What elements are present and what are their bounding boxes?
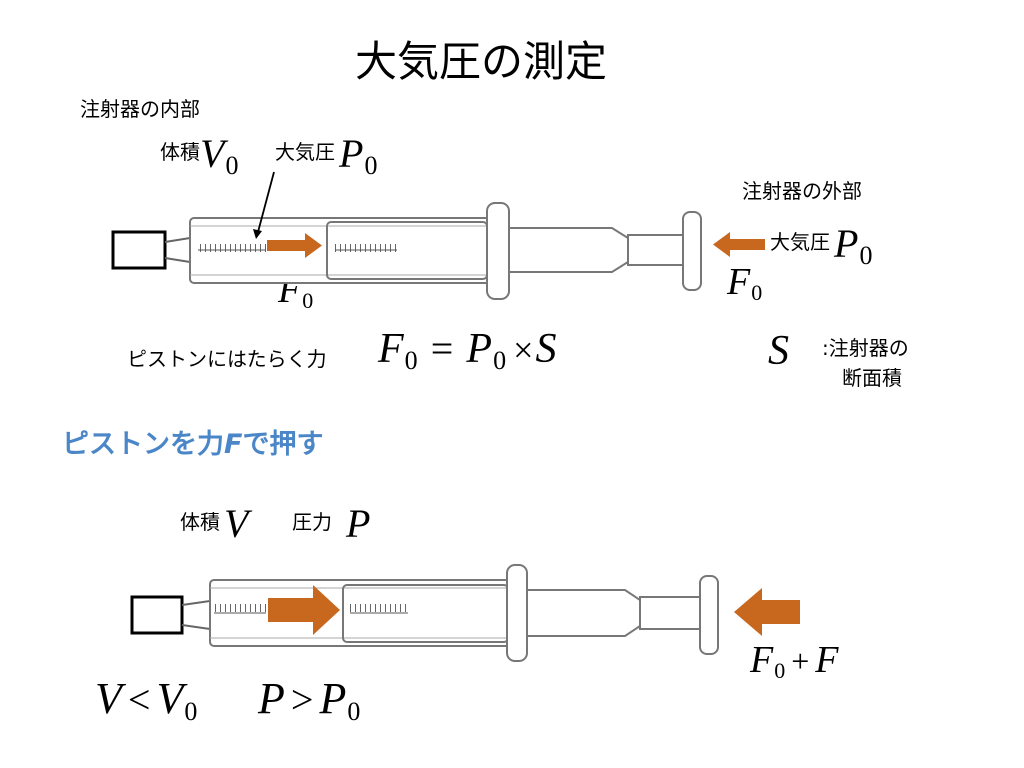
- bottom-inside-force-arrow: [268, 585, 340, 635]
- top-pointer-arrowhead: [253, 229, 262, 239]
- bottom-force-plus: +: [791, 643, 810, 679]
- force-left-sub: 0: [302, 288, 314, 314]
- pressure-sub: 0: [364, 151, 378, 181]
- inside-label: 注射器の内部: [80, 97, 200, 121]
- eq-times: ×: [513, 330, 534, 370]
- force-right-label: F0: [727, 260, 763, 306]
- subheading: ピストンを力Fで押す: [62, 422, 323, 461]
- top-barrel-flange: [486, 202, 510, 300]
- bottom-sealed-block: [130, 595, 184, 635]
- eq-equals: =: [430, 326, 454, 371]
- equation-label: ピストンにはたらく力: [127, 347, 327, 371]
- top-syringe: [111, 202, 702, 300]
- ineq2-gt: >: [290, 677, 314, 722]
- ineq1-V: V: [95, 674, 122, 723]
- outside-pressure-text: 大気圧: [770, 230, 830, 254]
- volume-text: 体積: [160, 140, 200, 164]
- bottom-force-F2: F: [815, 639, 839, 681]
- ineq1-V0-sub: 0: [184, 697, 198, 727]
- eq-P: P: [466, 326, 493, 372]
- subheading-text-before: ピストンを力: [62, 429, 224, 460]
- bottom-volume-symbol: V: [224, 501, 249, 546]
- bottom-barrel-flange: [506, 564, 528, 662]
- force-right-symbol: F: [727, 261, 751, 303]
- eq-F: F: [378, 326, 404, 372]
- ineq1-lt: <: [127, 677, 151, 722]
- top-barrel-scale-left: [198, 232, 266, 256]
- eq-S: S: [535, 326, 557, 372]
- bottom-force-sub: 0: [774, 658, 786, 684]
- eq-P-sub: 0: [493, 346, 507, 376]
- volume-sub: 0: [225, 151, 239, 181]
- top-outside-force-arrow: [713, 232, 765, 257]
- pressure-symbol: P: [339, 131, 364, 176]
- bottom-pressure-text: 圧力: [292, 510, 332, 534]
- volume-v0-label: 体積V0: [160, 130, 238, 180]
- eq-F-sub: 0: [404, 346, 418, 376]
- bottom-barrel-scale-right: [350, 595, 408, 619]
- force-equation: F0 = P0 ×S: [378, 325, 557, 376]
- pressure-text: 大気圧: [275, 140, 335, 164]
- bottom-outside-force-arrow: [734, 588, 800, 636]
- subheading-F: F: [224, 429, 243, 460]
- top-plunger-thumb: [682, 211, 702, 291]
- bottom-plunger-end: [639, 596, 701, 630]
- top-pointer-line: [257, 171, 275, 233]
- top-sealed-block: [111, 230, 167, 270]
- page-title: 大気圧の測定: [355, 37, 608, 86]
- bottom-force-label: F0+F: [750, 638, 839, 684]
- bottom-volume-text: 体積: [180, 510, 220, 534]
- top-barrel-scale-right: [335, 232, 397, 256]
- ineq1-V0: V: [156, 674, 184, 723]
- bottom-syringe: [130, 564, 719, 662]
- subheading-text-after: で押す: [242, 429, 324, 460]
- ineq2-P0: P: [319, 674, 347, 723]
- top-plunger-end: [627, 234, 684, 266]
- force-right-sub: 0: [751, 280, 763, 306]
- pressure-p-label: 圧力 P: [292, 500, 370, 547]
- outside-label: 注射器の外部: [742, 179, 862, 203]
- outside-pressure-sub: 0: [859, 241, 873, 271]
- bottom-pressure-symbol: P: [346, 501, 371, 546]
- S-description-line1: :注射器の: [822, 336, 909, 360]
- bottom-nozzle: [181, 600, 211, 630]
- outside-pressure-symbol: P: [834, 221, 859, 266]
- bottom-plunger-thumb: [699, 575, 719, 655]
- top-plunger-rod: [508, 227, 629, 273]
- S-description-line2: 断面積: [842, 366, 902, 390]
- bottom-force-F: F: [750, 639, 774, 681]
- bottom-barrel-scale-left: [214, 595, 266, 619]
- ineq2-P: P: [258, 674, 285, 723]
- pressure-inequality: P>P0: [258, 673, 361, 727]
- bottom-plunger-rod: [526, 589, 641, 637]
- ineq2-P0-sub: 0: [347, 697, 361, 727]
- top-nozzle: [164, 237, 191, 263]
- top-inside-force-arrow: [267, 233, 322, 258]
- volume-inequality: V<V0: [95, 673, 198, 727]
- volume-symbol: V: [200, 131, 225, 176]
- S-symbol: S: [768, 328, 789, 374]
